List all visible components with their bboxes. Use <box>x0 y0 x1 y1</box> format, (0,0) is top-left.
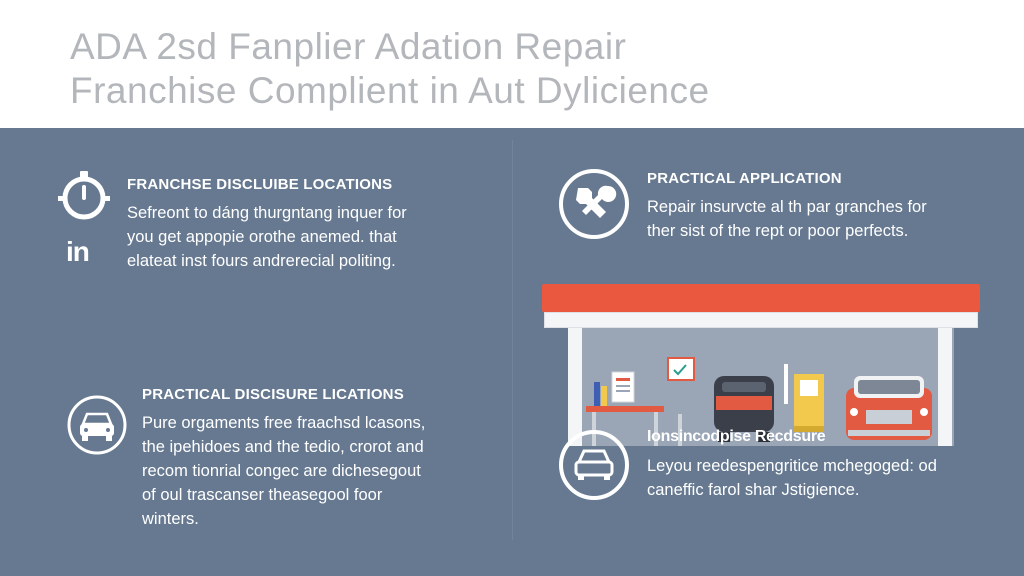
garage-illustration <box>540 284 982 446</box>
column-divider <box>512 140 513 540</box>
wrench-tool-icon <box>559 169 629 239</box>
garage-post-left <box>568 328 582 446</box>
section-disclosure: Ionsincodpise Recdsure Leyou reedespengr… <box>647 428 937 502</box>
garage-fascia <box>544 312 978 328</box>
garage-roof <box>542 284 980 312</box>
stopwatch-icon <box>58 171 110 220</box>
section-body: Leyou reedespengritice mchegoged: od can… <box>647 457 937 499</box>
section-body: Repair insurvcte al th par granches for … <box>647 198 927 240</box>
section-title: PRACTICAL APPLICATION <box>647 170 842 187</box>
section-practical-disclosure: PRACTICAL DISCISURE LICATIONS Pure orgam… <box>142 386 425 531</box>
in-badge-icon: in <box>66 236 90 267</box>
section-body: Pure orgaments free fraachsd lcasons, th… <box>142 414 426 528</box>
section-title: PRACTICAL DISCISURE LICATIONS <box>142 386 404 403</box>
section-body: Sefreont to dáng thurgntang inquer for y… <box>127 204 407 270</box>
garage-scene <box>586 357 932 446</box>
section-franchise-locations: FRANCHSE DISCLUIBE LOCATIONS Sefreont to… <box>127 176 407 273</box>
section-title: Ionsincodpise Recdsure <box>647 428 826 445</box>
section-title: FRANCHSE DISCLUIBE LOCATIONS <box>127 176 393 193</box>
garage-post-right <box>938 328 952 446</box>
section-practical-application: PRACTICAL APPLICATION Repair insurvcte a… <box>647 170 927 243</box>
car-front-icon <box>67 395 127 455</box>
header: ADA 2sd Fanplier Adation Repair Franchis… <box>0 0 1024 128</box>
car-front-icon <box>559 430 629 500</box>
page-title-line-2: Franchise Complient in Aut Dylicience <box>70 70 710 111</box>
page-title-line-1: ADA 2sd Fanplier Adation Repair <box>70 26 627 67</box>
